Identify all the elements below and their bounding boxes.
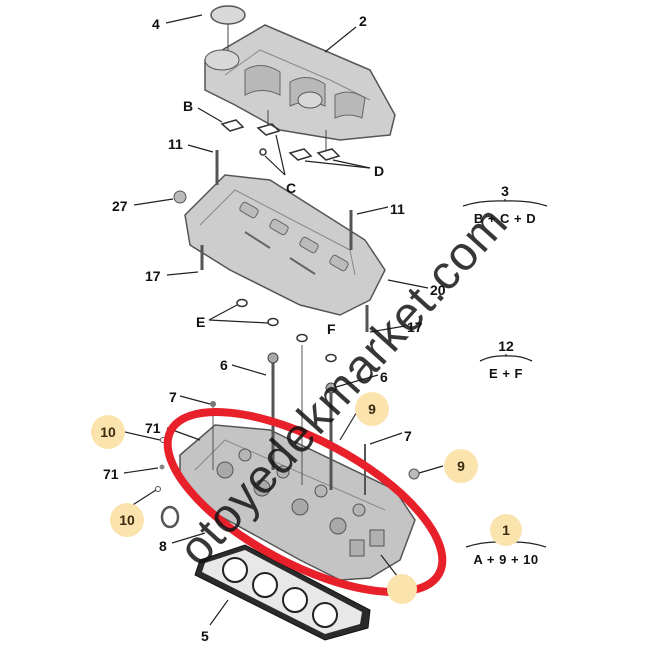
kit-number: 12 bbox=[498, 338, 514, 354]
highlighted-callout-10: 10 bbox=[110, 503, 144, 537]
kit-number: 1 bbox=[502, 522, 510, 538]
callout-D: D bbox=[374, 163, 385, 179]
cylinder-head-illustration bbox=[179, 424, 416, 581]
callout-7: 7 bbox=[404, 428, 412, 444]
callout-17: 17 bbox=[407, 319, 423, 335]
kit-3: 3 B + C + D bbox=[460, 183, 550, 226]
highlighted-callout-9: 9 bbox=[444, 449, 478, 483]
highlighted-callout-9: 9 bbox=[355, 392, 389, 426]
kit-number: 3 bbox=[501, 183, 509, 199]
kit-12: 12 E + F bbox=[477, 338, 535, 381]
intake-manifold-illustration bbox=[204, 24, 396, 141]
callout-6: 6 bbox=[220, 357, 228, 373]
highlighted-callout-a bbox=[387, 574, 417, 604]
callout-F: F bbox=[327, 321, 336, 337]
callout-20: 20 bbox=[430, 282, 446, 298]
brace-icon bbox=[479, 354, 533, 362]
kit-components: E + F bbox=[489, 366, 523, 381]
kit-components: A + 9 + 10 bbox=[473, 552, 539, 567]
highlighted-callout-10: 10 bbox=[91, 415, 125, 449]
callout-C: C bbox=[286, 180, 297, 196]
kit-1: 1 A + 9 + 10 bbox=[463, 514, 549, 567]
cap-illustration bbox=[210, 5, 246, 25]
highlight-ring bbox=[163, 408, 447, 596]
callout-7: 7 bbox=[169, 389, 177, 405]
callout-17: 17 bbox=[145, 268, 161, 284]
callout-71: 71 bbox=[103, 466, 119, 482]
callout-5: 5 bbox=[201, 628, 209, 644]
callout-6: 6 bbox=[380, 369, 388, 385]
kit-number-highlight: 1 bbox=[490, 514, 522, 546]
callout-27: 27 bbox=[112, 198, 128, 214]
brace-icon bbox=[462, 199, 548, 207]
callout-E: E bbox=[196, 314, 206, 330]
head-cover-illustration bbox=[184, 174, 386, 316]
callout-8: 8 bbox=[159, 538, 167, 554]
callout-71: 71 bbox=[145, 420, 161, 436]
callout-B: B bbox=[183, 98, 194, 114]
callout-4: 4 bbox=[152, 16, 160, 32]
callout-2: 2 bbox=[359, 13, 367, 29]
kit-components: B + C + D bbox=[473, 211, 537, 226]
head-gasket-illustration bbox=[194, 544, 371, 641]
callout-11: 11 bbox=[390, 201, 405, 217]
callout-11: 11 bbox=[168, 136, 183, 152]
